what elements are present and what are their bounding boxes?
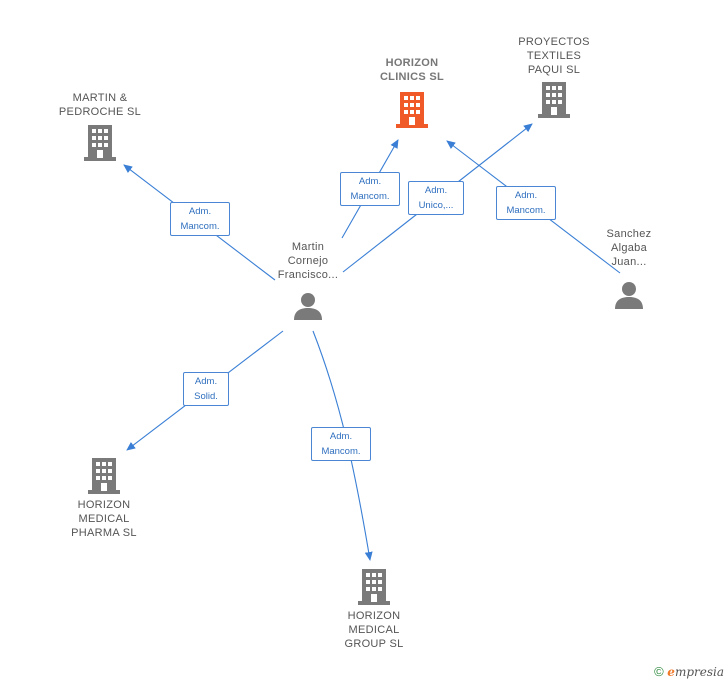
edge-label-to-horizon-clinics[interactable]: Adm. Mancom.	[340, 172, 400, 206]
edge-label-line: Unico,...	[418, 200, 454, 211]
person-name-line: Juan...	[611, 256, 647, 268]
edge-label-to-martin-pedroche[interactable]: Adm. Mancom.	[170, 202, 230, 236]
edge-label-line: Adm.	[194, 376, 218, 387]
edge-label-line: Adm.	[358, 176, 382, 187]
company-name-line: GROUP SL	[344, 638, 404, 650]
person-node-martin-cornejo[interactable]: Martin Cornejo Francisco...	[263, 240, 353, 320]
edge-label-to-group[interactable]: Adm. Mancom.	[311, 427, 371, 461]
edge-label-line: Solid.	[194, 391, 218, 402]
building-icon	[88, 458, 120, 494]
company-name-line: TEXTILES	[526, 50, 582, 62]
company-name-line: PEDROCHE SL	[58, 106, 142, 118]
edge-label-to-proyectos[interactable]: Adm. Unico,...	[408, 181, 464, 215]
edge-label-to-pharma[interactable]: Adm. Solid.	[183, 372, 229, 406]
person-name-line: Algaba	[610, 242, 648, 254]
company-name-line: PROYECTOS	[518, 36, 590, 48]
edge-label-line: Adm.	[424, 185, 448, 196]
copyright-icon: ©	[654, 664, 664, 679]
company-name-line: MEDICAL	[348, 624, 400, 636]
person-icon	[294, 293, 322, 320]
brand-logo: empresia	[667, 665, 724, 679]
company-name-line: HORIZON	[77, 499, 131, 511]
edge-label-line: Mancom.	[350, 191, 390, 202]
company-node-horizon-pharma[interactable]: HORIZON MEDICAL PHARMA SL	[54, 458, 154, 540]
person-name-line: Francisco...	[277, 269, 339, 281]
company-name-line: HORIZON	[347, 610, 401, 622]
brand-rest: mpresia	[674, 665, 724, 679]
edge-label-line: Adm.	[329, 431, 353, 442]
person-name-line: Cornejo	[287, 255, 329, 267]
company-name-line: CLINICS SL	[379, 71, 445, 83]
company-name-line: PAQUI SL	[527, 64, 581, 76]
person-icon	[615, 282, 643, 309]
company-name-line: HORIZON	[385, 57, 439, 69]
building-icon	[396, 92, 428, 128]
edge-label-line: Mancom.	[506, 205, 546, 216]
company-name-line: MARTIN &	[72, 92, 128, 104]
edge-label-line: Adm.	[514, 190, 538, 201]
company-node-horizon-group[interactable]: HORIZON MEDICAL GROUP SL	[324, 569, 424, 651]
building-icon	[358, 569, 390, 605]
person-node-sanchez-algaba[interactable]: Sanchez Algaba Juan...	[589, 227, 669, 309]
company-name-line: MEDICAL	[78, 513, 130, 525]
building-icon	[538, 82, 570, 118]
brand-initial: e	[667, 665, 675, 679]
edge-label-line: Adm.	[188, 206, 212, 217]
edge-label-sanchez-to-clinics[interactable]: Adm. Mancom.	[496, 186, 556, 220]
company-name-line: PHARMA SL	[71, 527, 137, 539]
brand-footer: © empresia	[654, 664, 724, 679]
building-icon	[84, 125, 116, 161]
edge-label-line: Mancom.	[180, 221, 220, 232]
company-node-proyectos-textiles[interactable]: PROYECTOS TEXTILES PAQUI SL	[504, 35, 604, 118]
company-node-horizon-clinics[interactable]: HORIZON CLINICS SL	[362, 56, 462, 128]
person-name-line: Martin	[291, 241, 325, 253]
person-name-line: Sanchez	[606, 228, 652, 240]
company-node-martin-pedroche[interactable]: MARTIN & PEDROCHE SL	[50, 91, 150, 161]
edge-label-line: Mancom.	[321, 446, 361, 457]
